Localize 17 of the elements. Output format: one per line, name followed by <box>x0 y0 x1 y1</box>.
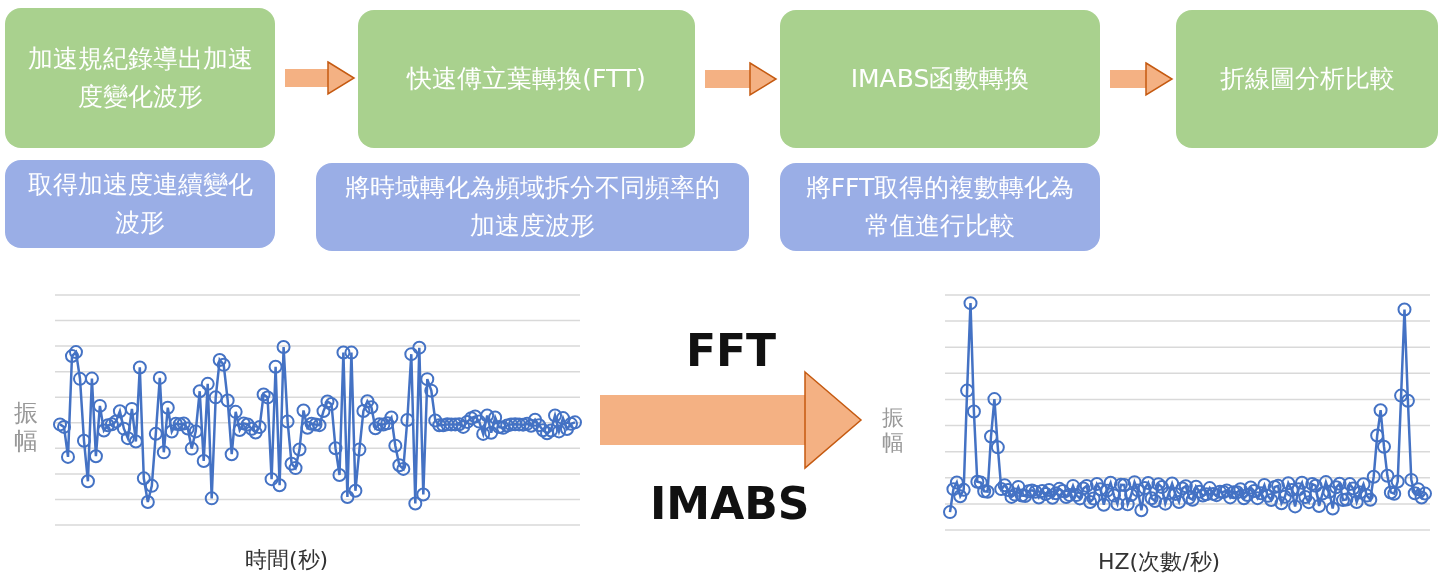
note-box: 將FFT取得的複數轉化為常值進行比較 <box>780 163 1100 251</box>
arrow <box>285 61 355 95</box>
axis-title: 振幅 <box>882 405 904 456</box>
axis-title: 時間(秒) <box>245 546 329 574</box>
arrow <box>705 62 777 96</box>
arrow <box>600 371 862 469</box>
process-box: IMABS函數轉換 <box>780 10 1100 148</box>
arrow-label: IMABS <box>650 478 810 529</box>
note-box: 取得加速度連續變化波形 <box>5 160 275 248</box>
arrow-label: FFT <box>686 325 777 376</box>
arrow <box>1110 62 1173 96</box>
axis-title: HZ(次數/秒) <box>1098 548 1221 576</box>
process-box: 快速傅立葉轉換(FTT) <box>358 10 695 148</box>
process-box: 加速規紀錄導出加速度變化波形 <box>5 8 275 148</box>
process-box: 折線圖分析比較 <box>1176 10 1438 148</box>
axis-title: 振幅 <box>14 400 38 456</box>
note-box: 將時域轉化為頻域拆分不同頻率的加速度波形 <box>316 163 749 251</box>
